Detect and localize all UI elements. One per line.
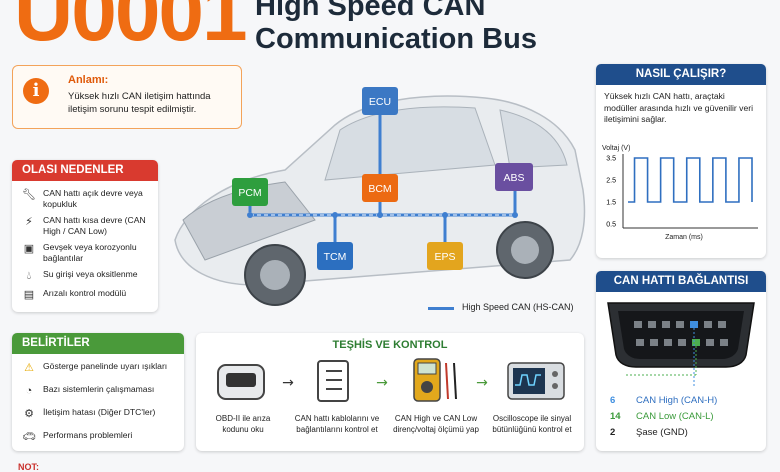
legend-swatch [428, 307, 454, 310]
pin-6 [690, 321, 698, 328]
note-label: NOT: [18, 462, 39, 472]
obd-scanner-icon [217, 364, 265, 400]
signal-chart: Voltaj (V) 0.5 1.5 2.5 3.5 Zaman (ms) [602, 145, 758, 241]
cause-item: 🔧︎CAN hattı açık devre veya kopukluk [22, 188, 143, 209]
step-label: CAN High ve CAN Low direnç/voltaj ölçümü… [393, 414, 479, 434]
symptom-item: ⚠︎Gösterge panelinde uyarı ışıkları [22, 361, 176, 375]
step-label: OBD-II ile arıza kodunu oku [215, 414, 271, 434]
chart-series-line [628, 157, 753, 203]
y-tick-label: 1.5 [606, 200, 616, 207]
dtc-code: U0001 [14, 0, 248, 58]
module-abs: ABS [495, 163, 533, 191]
meaning-title: Anlamı: [68, 74, 109, 86]
page-title: High Speed CAN Communication Bus [255, 0, 537, 56]
step-label: CAN hattı kablolarını ve bağlantılarını … [294, 414, 380, 434]
step-label: Oscilloscope ile sinyal bütünlüğünü kont… [492, 414, 572, 434]
svg-text:BCM: BCM [368, 183, 391, 195]
symptom-item: 🚗︎Performans problemleri [22, 430, 133, 443]
module-icon: ▤ [23, 289, 35, 301]
legend-label: High Speed CAN (HS-CAN) [462, 302, 574, 312]
module-eps: EPS [427, 242, 463, 270]
chart-xlabel: Zaman (ms) [665, 234, 703, 241]
symptom-item: ◔Bazı sistemlerin çalışmaması [22, 384, 176, 398]
svg-text:ECU: ECU [369, 96, 391, 108]
info-icon: i [23, 78, 49, 104]
cause-item: ▤Arızalı kontrol modülü [23, 288, 127, 301]
car-window [324, 106, 496, 181]
diagnosis-card: TEŞHİS VE KONTROL → → → OBD-II ile arıza… [196, 333, 584, 451]
arrow-icon: → [476, 375, 488, 391]
cause-item: ⚡︎CAN hattı kısa devre (CAN High / CAN L… [22, 215, 150, 237]
connector-icon: ▣ [23, 243, 35, 255]
symptoms-title: BELİRTİLER [12, 333, 184, 354]
arrow-icon: → [282, 375, 294, 391]
how-text: Yüksek hızlı CAN hattı, araçtaki modülle… [604, 91, 754, 124]
svg-text:TCM: TCM [324, 251, 347, 263]
cause-item: 💧︎Su girişi veya oksitlenme [22, 269, 150, 283]
obd-connector-diagram [607, 302, 755, 388]
y-tick-label: 0.5 [606, 222, 616, 229]
arrow-icon: → [376, 375, 388, 391]
multimeter-icon [413, 358, 457, 402]
car-rear-window [499, 109, 568, 169]
water-drop-icon: 💧︎ [26, 270, 32, 282]
y-tick-label: 2.5 [606, 178, 616, 185]
pin-14 [692, 339, 700, 346]
diagnosis-icons: → → → [217, 358, 565, 402]
wrench-icon: 🔧︎ [22, 189, 36, 201]
module-pcm: PCM [232, 178, 268, 206]
car-diagram: ECU PCM BCM ABS TCM EPS [174, 87, 586, 306]
title-line-1: High Speed CAN [255, 0, 486, 22]
symptoms-card: BELİRTİLER ⚠︎Gösterge panelinde uyarı ış… [12, 333, 184, 451]
cause-item: ▣Gevşek veya korozyonlu bağlantılar [23, 242, 137, 263]
how-card: NASIL ÇALIŞIR? Yüksek hızlı CAN hattı, a… [596, 64, 766, 258]
gear-icon: ⚙︎ [24, 408, 34, 420]
meaning-text: Yüksek hızlı CAN iletişim hattında ileti… [68, 91, 211, 115]
causes-card: OLASI NEDENLER 🔧︎CAN hattı açık devre ve… [12, 160, 158, 312]
chart-ylabel: Voltaj (V) [602, 145, 630, 152]
title-line-2: Communication Bus [255, 23, 537, 55]
oscilloscope-icon [507, 362, 565, 400]
svg-text:PCM: PCM [238, 187, 261, 199]
speedometer-icon: ◔ [25, 385, 33, 397]
checklist-icon [317, 360, 349, 402]
svg-text:EPS: EPS [434, 251, 455, 263]
causes-title: OLASI NEDENLER [12, 160, 158, 181]
y-tick-label: 3.5 [606, 156, 616, 163]
module-bcm: BCM [362, 174, 398, 202]
symptom-item: ⚙︎İletişim hatası (Diğer DTC'ler) [22, 407, 176, 421]
cable-icon: ⚡︎ [25, 216, 33, 228]
car-icon: 🚗︎ [22, 431, 36, 443]
how-title: NASIL ÇALIŞIR? [596, 64, 766, 85]
meaning-card: i Anlamı: Yüksek hızlı CAN iletişim hatt… [12, 65, 242, 129]
warning-icon: ⚠︎ [24, 362, 34, 374]
svg-text:ABS: ABS [503, 172, 524, 184]
diagnosis-title: TEŞHİS VE KONTROL [332, 339, 448, 351]
module-tcm: TCM [317, 242, 353, 270]
module-ecu: ECU [362, 87, 398, 115]
connector-title: CAN HATTI BAĞLANTISI [596, 271, 766, 292]
